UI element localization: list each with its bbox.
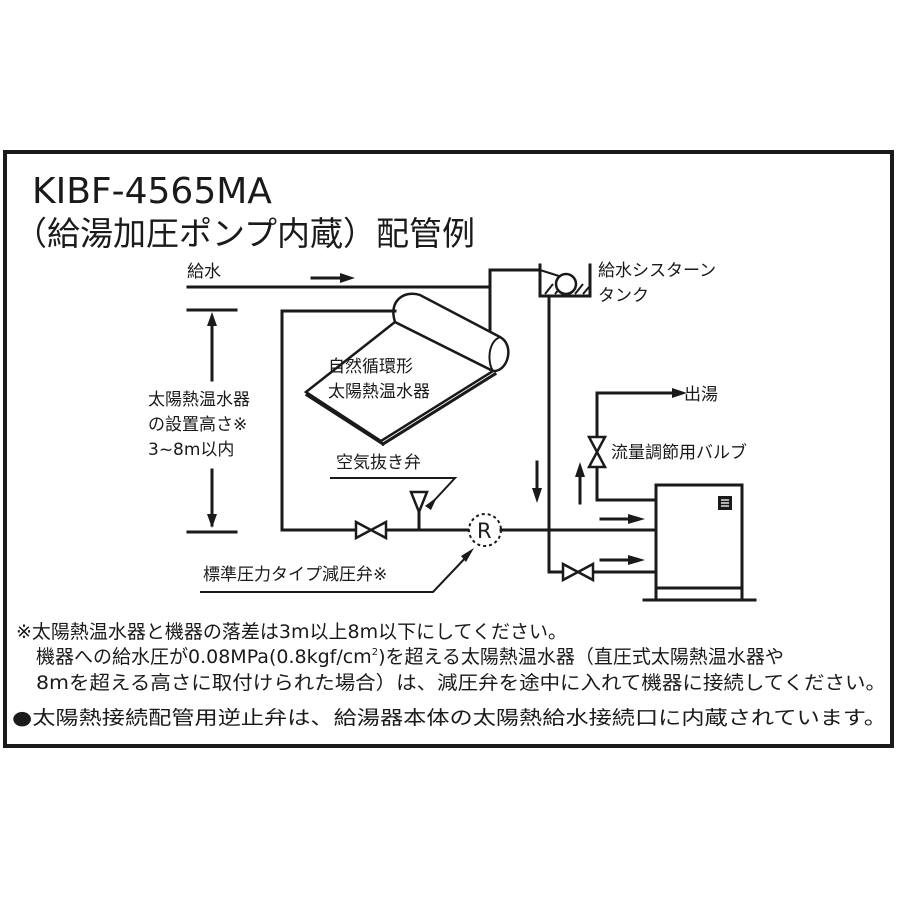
height-label-line1: 太陽熱温水器 (148, 390, 250, 410)
note1-line2: 機器への給水圧が0.08MPa(0.8kgf/cm2)を超える太陽熱温水器（直圧… (36, 646, 784, 668)
gate-valve-icon (354, 519, 388, 541)
flow-arrow-right-upper-icon (599, 514, 645, 524)
collector-label-line2: 太陽熱温水器 (328, 382, 430, 402)
flow-valve-label: 流量調節用バルブ (611, 442, 747, 463)
notes-section: ※太陽熱温水器と機器の落差は3m以上8m以下にしてください。 機器への給水圧が0… (12, 621, 887, 729)
flow-arrow-right-icon (310, 273, 355, 283)
solar-collector-icon: 自然循環形 太陽熱温水器 (303, 292, 510, 447)
air-vent-valve-icon (409, 490, 429, 532)
note1-line1: ※太陽熱温水器と機器の落差は3m以上8m以下にしてください。 (16, 621, 567, 643)
height-label-line2: の設置高さ※ (148, 415, 247, 435)
air-vent-leader (330, 477, 458, 506)
cistern-to-heater-pipe (547, 528, 657, 574)
flow-arrow-down-icon (532, 460, 542, 503)
gate-valve-lower-icon (561, 561, 595, 583)
height-label-line3: 3~8m以内 (148, 440, 234, 460)
note2: ●太陽熱接続配管用逆止弁は、給湯器本体の太陽熱給水接続口に内蔵されています。 (12, 707, 887, 729)
flow-arrow-up-icon (575, 462, 585, 505)
flow-arrow-right-lower-icon (599, 555, 645, 565)
reducer-symbol: R (477, 519, 492, 543)
pressure-reducing-valve-icon: R (468, 513, 502, 547)
flow-control-valve-icon (586, 435, 608, 469)
hot-water-out-label: 出湯 (684, 385, 718, 405)
model-title: KIBF-4565MA (32, 171, 272, 212)
height-dimension: 太陽熱温水器 の設置高さ※ 3~8m以内 (148, 308, 250, 534)
water-heater-unit-icon (642, 483, 757, 602)
cistern-tank-icon: 給水シスターン タンク (538, 261, 716, 306)
diagram-frame (3, 150, 894, 748)
cistern-label-line1: 給水シスターン (598, 261, 716, 281)
outlet-arrow-icon (672, 388, 687, 398)
diagram-subtitle: （給湯加圧ポンプ内蔵）配管例 (14, 214, 475, 253)
pressure-reducer-leader (200, 552, 471, 593)
water-supply-line: 給水 (186, 262, 542, 354)
cistern-label-line2: タンク (598, 286, 649, 306)
pressure-reducer-label: 標準圧力タイプ減圧弁※ (203, 565, 387, 585)
note1-line3: 8mを超える高さに取付けられた場合）は、減圧弁を途中に入れて機器に接続してくださ… (36, 672, 886, 694)
water-supply-label: 給水 (187, 262, 221, 282)
collector-label-line1: 自然循環形 (328, 357, 413, 377)
air-vent-label: 空気抜き弁 (336, 453, 421, 473)
